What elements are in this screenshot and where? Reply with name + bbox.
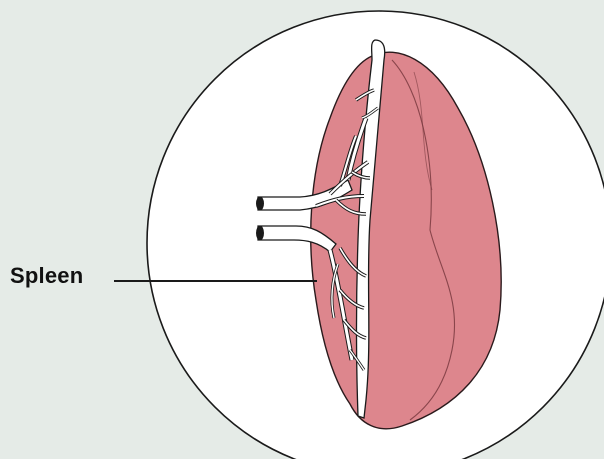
artery-cut-end — [256, 197, 264, 211]
vein-cut-end — [256, 226, 264, 241]
spleen-label: Spleen — [10, 263, 83, 289]
